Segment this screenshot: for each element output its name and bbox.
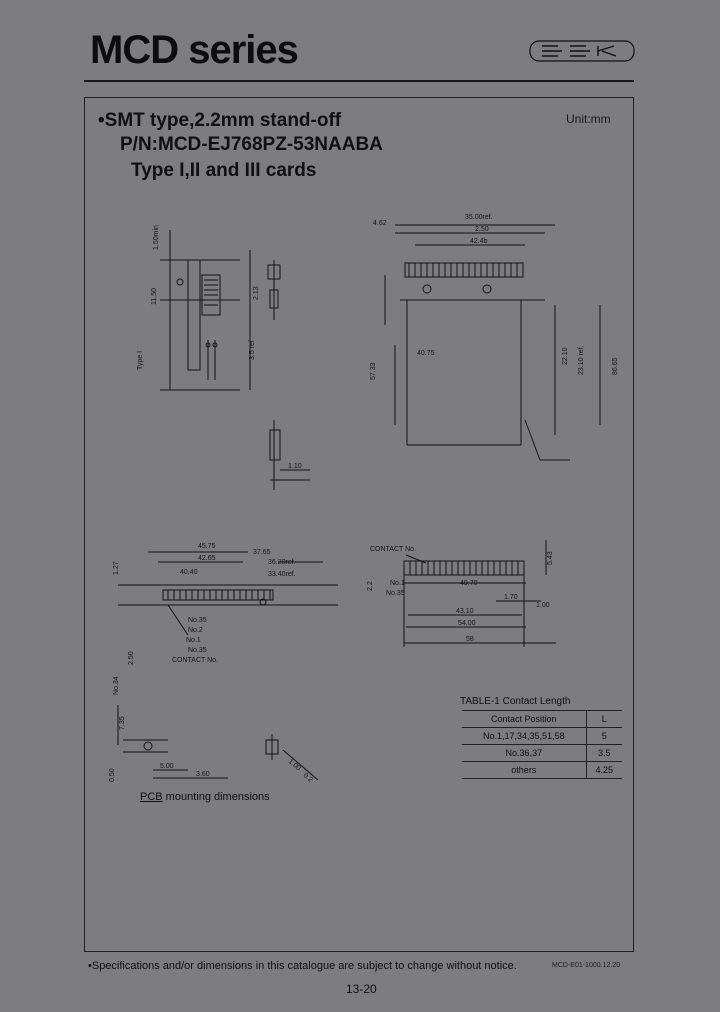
heading-part-number: P/N:MCD-EJ768PZ-53NAABA [120, 134, 383, 155]
svg-text:1.70: 1.70 [504, 594, 518, 601]
svg-text:1.00: 1.00 [287, 758, 302, 772]
cell-length: 3.5 [586, 744, 622, 762]
svg-text:7.35: 7.35 [119, 716, 126, 730]
svg-text:2.50: 2.50 [475, 226, 489, 233]
svg-text:No.1: No.1 [186, 637, 201, 644]
svg-text:57.33: 57.33 [370, 362, 377, 380]
svg-text:23.10 ref.: 23.10 ref. [578, 345, 585, 375]
svg-text:Type I: Type I [137, 351, 144, 370]
svg-text:0.2: 0.2 [302, 772, 314, 784]
svg-text:No.34: No.34 [113, 676, 120, 695]
header-contact-position: Contact Position [462, 710, 587, 728]
content-frame [84, 97, 634, 952]
cell-position: No.1,17,34,35,51,58 [462, 727, 587, 745]
svg-text:33.40ref.: 33.40ref. [268, 571, 296, 578]
contact-length-table: Contact Position L No.1,17,34,35,51,58 5… [462, 710, 622, 779]
header-length: L [586, 710, 622, 728]
svg-text:54.00: 54.00 [458, 620, 476, 627]
svg-text:No.1: No.1 [390, 580, 405, 587]
drawing-front-view: 45.75 42.65 37.65 36.20ref. 33.40ref. 40… [113, 543, 338, 695]
svg-text:5.00: 5.00 [160, 763, 174, 770]
svg-text:CONTACT No.: CONTACT No. [370, 546, 416, 553]
series-title: MCD series [90, 28, 299, 72]
pcb-label: PCB mounting dimensions [140, 791, 270, 803]
svg-text:49.70: 49.70 [460, 580, 478, 587]
svg-text:22.10: 22.10 [562, 347, 569, 365]
drawing-top-view: 35.00ref. 2.50 4.62 42.4b 57.33 40.75 22… [370, 214, 619, 461]
drawing-side-view: 1.50min 11.50 Type I 2.13 3.5 ref 1.10 [137, 225, 310, 490]
svg-text:11.50: 11.50 [151, 288, 158, 305]
svg-text:0.50: 0.50 [109, 768, 116, 782]
ddk-logo [529, 40, 635, 62]
svg-text:5.43: 5.43 [547, 551, 554, 565]
cell-position: others [462, 761, 587, 779]
drawing-pcb-mounting: 7.35 5.00 3.60 1.00 0.2 0.50 [109, 705, 319, 784]
cell-length: 4.25 [586, 761, 622, 779]
svg-text:58: 58 [466, 636, 474, 643]
svg-text:1.27: 1.27 [113, 561, 120, 575]
contact-table-title: TABLE-1 Contact Length [460, 696, 571, 707]
cell-position: No.36,37 [462, 744, 587, 762]
table-header-row: Contact Position L [462, 710, 622, 728]
svg-text:2.13: 2.13 [253, 286, 260, 300]
svg-text:42.4b: 42.4b [470, 238, 488, 245]
table-row: No.36,37 3.5 [462, 744, 622, 762]
svg-text:2.50: 2.50 [128, 651, 135, 665]
svg-text:43.10: 43.10 [456, 608, 474, 615]
svg-text:4.62: 4.62 [373, 220, 387, 227]
svg-text:3.60: 3.60 [196, 771, 210, 778]
svg-text:No.35: No.35 [188, 647, 207, 654]
svg-text:1.00: 1.00 [536, 602, 550, 609]
heading-type: •SMT type,2.2mm stand-off [98, 110, 342, 131]
footer-note: •Specifications and/or dimensions in thi… [88, 960, 517, 972]
svg-text:36.20ref.: 36.20ref. [268, 559, 296, 566]
svg-text:86.65: 86.65 [612, 357, 619, 375]
cell-length: 5 [586, 727, 622, 745]
svg-text:40.75: 40.75 [417, 350, 435, 357]
svg-text:CONTACT No.: CONTACT No. [172, 657, 218, 664]
svg-text:45.75: 45.75 [198, 543, 216, 550]
svg-text:42.65: 42.65 [198, 555, 216, 562]
unit-label: Unit:mm [566, 112, 611, 126]
svg-text:2.2: 2.2 [367, 581, 374, 591]
svg-text:3.5 ref: 3.5 ref [249, 340, 256, 360]
pcb-label-rest: mounting dimensions [162, 791, 270, 803]
heading-card-types: Type I,II and III cards [131, 160, 317, 181]
header-rule [84, 80, 634, 82]
drawing-connector-side: CONTACT No. No.35 No.1 2.2 5.43 49.70 1.… [367, 540, 556, 647]
svg-text:1.10: 1.10 [288, 463, 302, 470]
svg-text:40.40: 40.40 [180, 569, 198, 576]
svg-text:1.50min: 1.50min [153, 225, 160, 250]
doc-code: MCD-E01-1000.12.20 [552, 962, 621, 969]
page-number: 13-20 [346, 982, 377, 996]
svg-text:No.35: No.35 [188, 617, 207, 624]
table-row: others 4.25 [462, 761, 622, 779]
table-row: No.1,17,34,35,51,58 5 [462, 727, 622, 745]
svg-text:35.00ref.: 35.00ref. [465, 214, 493, 221]
svg-text:No.35: No.35 [386, 590, 405, 597]
svg-text:37.65: 37.65 [253, 549, 271, 556]
svg-text:No.2: No.2 [188, 627, 203, 634]
pcb-label-underlined: PCB [140, 791, 163, 803]
